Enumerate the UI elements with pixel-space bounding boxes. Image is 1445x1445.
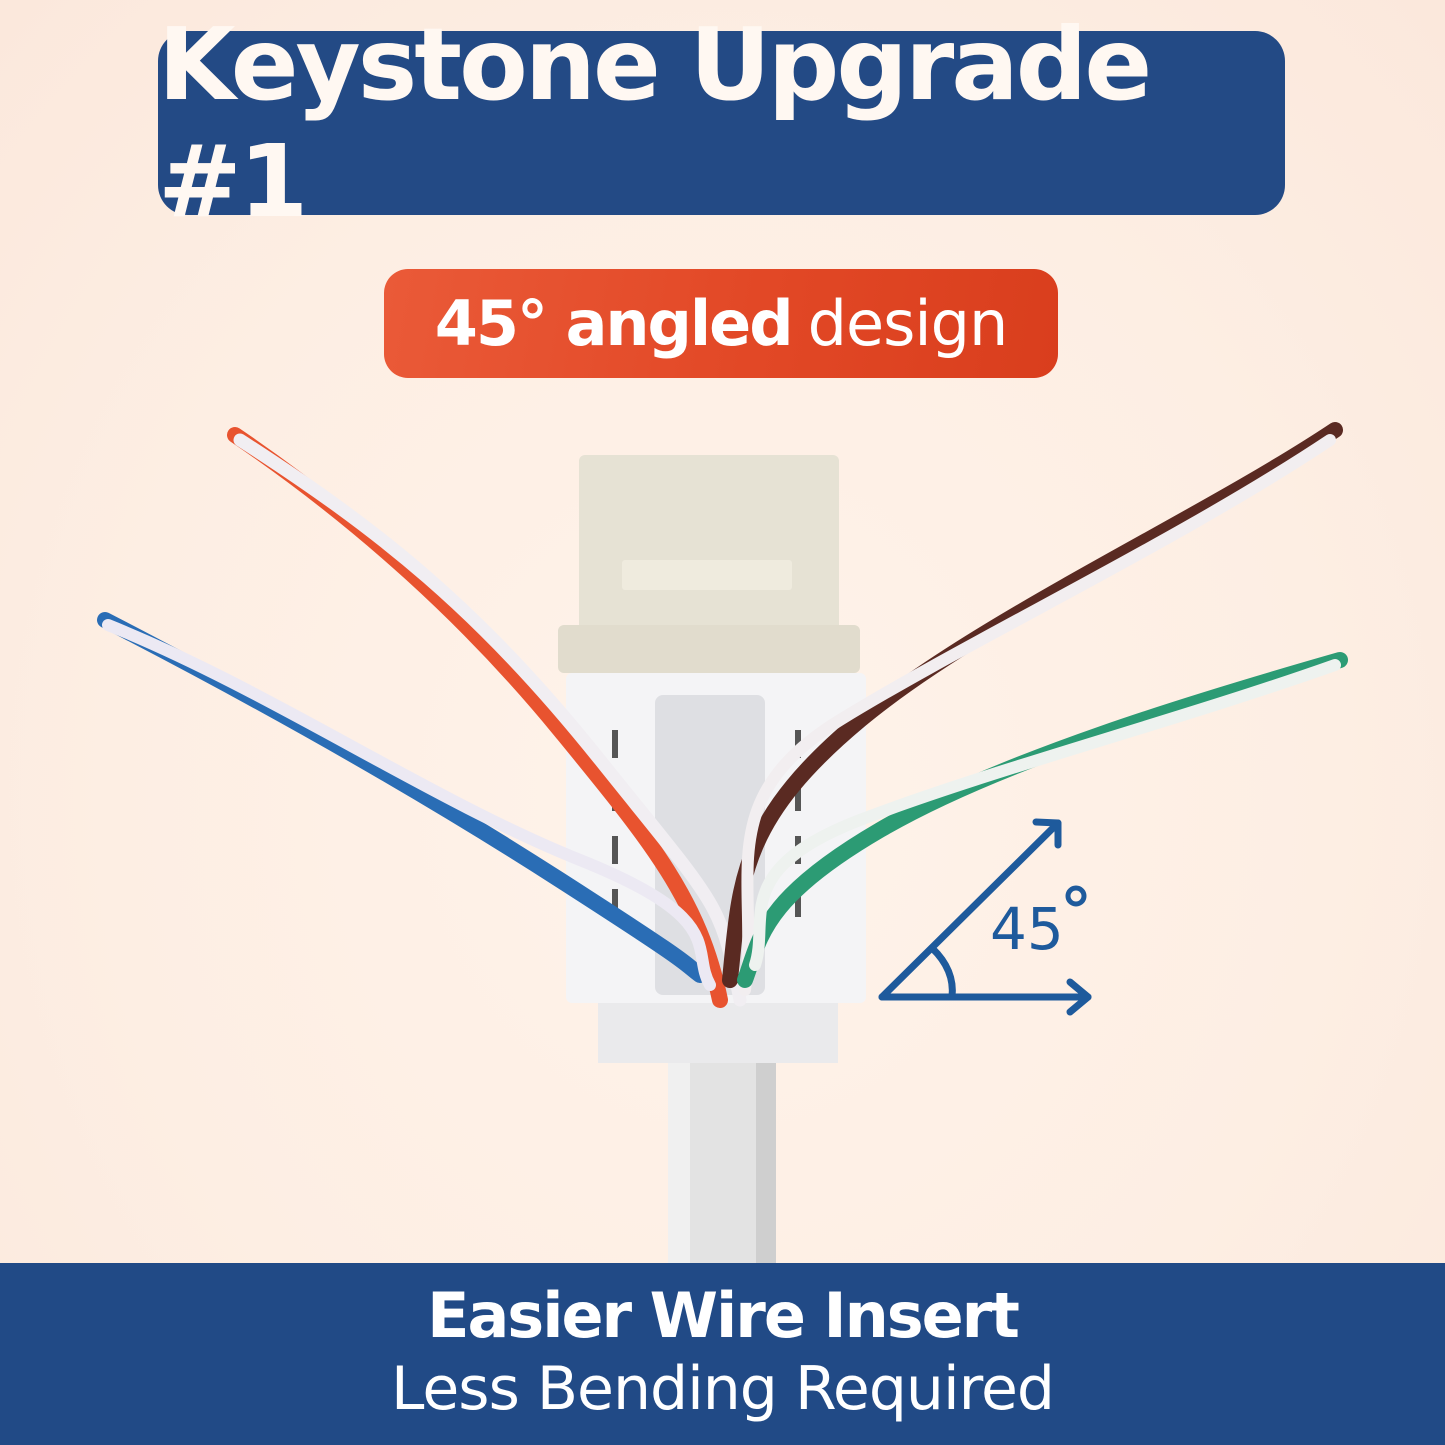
twisted-wires [97,422,1348,1008]
title-banner: Keystone Upgrade #1 [158,6,1285,240]
keystone-jack-illustration [97,422,1348,1265]
footer-headline: Easier Wire Insert [427,1278,1020,1352]
wire-brown-white [739,434,1336,996]
wire-blue-white [102,619,716,991]
jack-cap [558,455,860,673]
wire-green-white [749,659,1341,971]
angle-label: 45 [990,895,1064,963]
page-title: Keystone Upgrade #1 [158,6,1152,240]
angle-45-icon [878,818,1092,1016]
footer-band: Easier Wire Insert Less Bending Required [0,1263,1445,1445]
subtitle-bold-text: 45° angled [434,287,794,360]
footer-tagline: Less Bending Required [391,1353,1055,1424]
subtitle-pill: 45° angled design [384,269,1058,378]
wire-orange-white [233,433,747,1007]
subtitle-light-text: design [807,287,1009,360]
